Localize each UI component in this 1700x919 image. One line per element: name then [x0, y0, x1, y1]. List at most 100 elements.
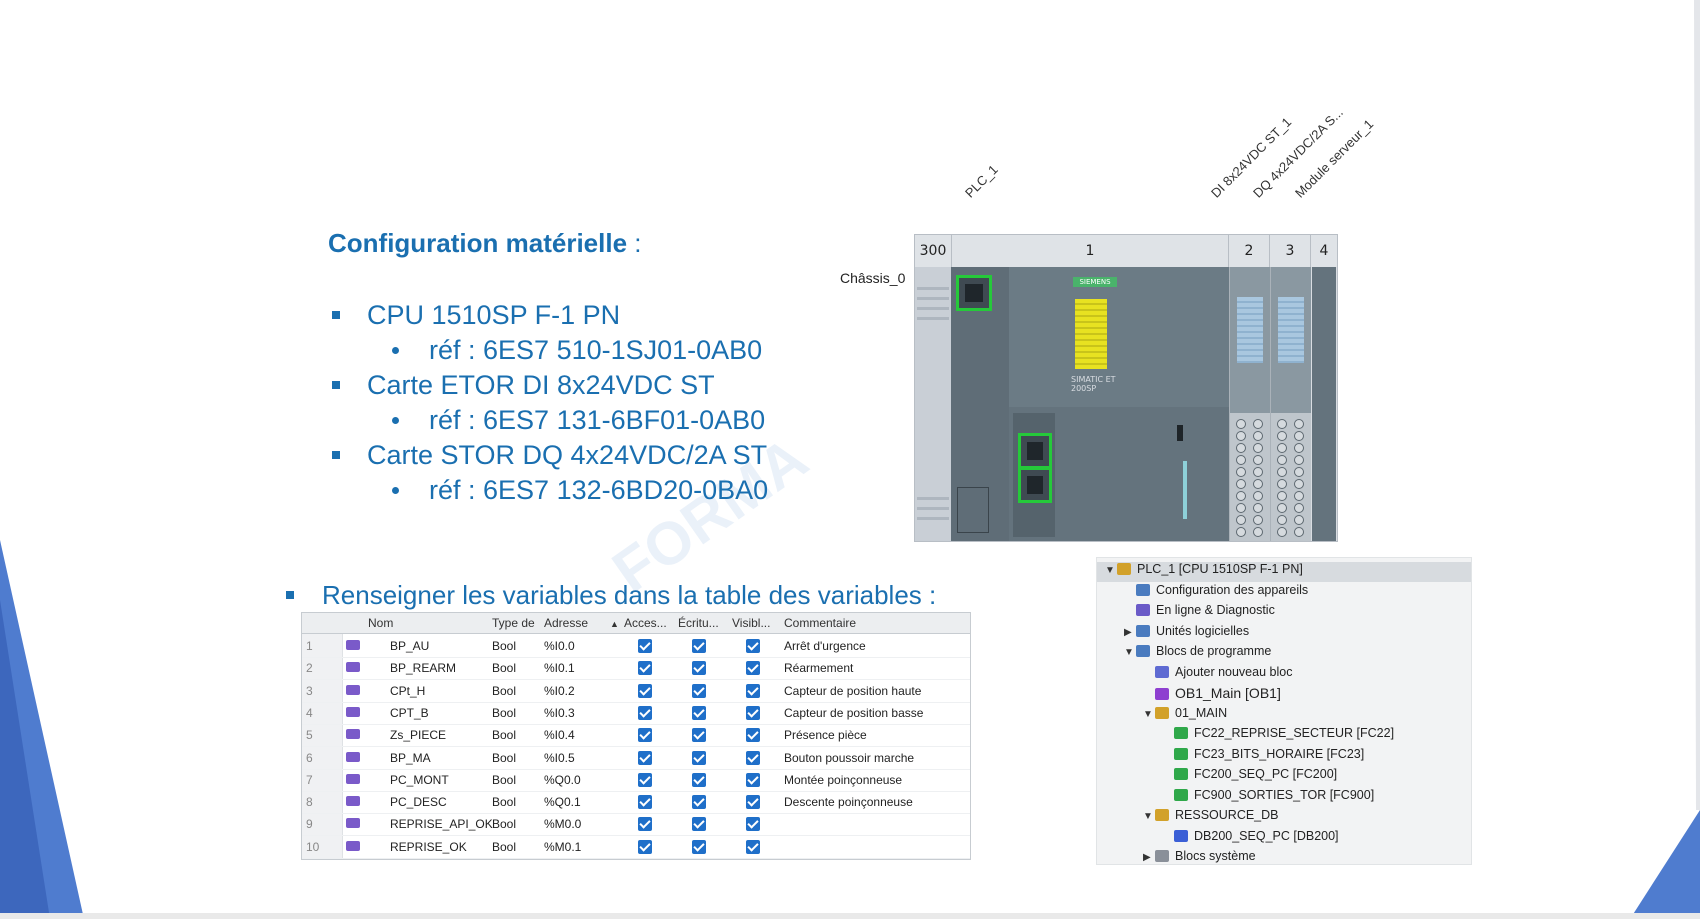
tag-comment-cell[interactable]: Montée poinçonneuse — [784, 772, 903, 787]
tree-node[interactable]: ▼RESSOURCE_DB — [1143, 808, 1279, 828]
ethernet-port-icon[interactable] — [1018, 433, 1052, 469]
tree-node[interactable]: ▼Blocs de programme — [1124, 644, 1271, 664]
tag-address-cell[interactable]: %I0.0 — [544, 639, 575, 653]
tree-node[interactable]: FC23_BITS_HORAIRE [FC23] — [1162, 747, 1364, 767]
visible-checkbox[interactable] — [746, 839, 760, 854]
tree-node[interactable]: En ligne & Diagnostic — [1124, 603, 1275, 623]
tag-type-cell[interactable]: Bool — [492, 705, 517, 720]
tag-address-cell[interactable]: %I0.1 — [544, 661, 575, 676]
cpu-left-module[interactable] — [951, 267, 1009, 541]
tree-node[interactable]: FC22_REPRISE_SECTEUR [FC22] — [1162, 726, 1394, 746]
expand-down-icon[interactable]: ▼ — [1143, 708, 1153, 720]
visible-checkbox[interactable] — [746, 772, 760, 787]
ethernet-port-icon[interactable] — [1018, 467, 1052, 503]
tag-type-cell[interactable]: Bool — [492, 839, 517, 854]
visible-checkbox[interactable] — [746, 817, 760, 832]
tag-type-cell[interactable]: Bool — [492, 683, 517, 698]
tag-name-cell[interactable]: PC_DESC — [390, 795, 447, 810]
tag-name-cell[interactable]: CPt_H — [390, 683, 426, 698]
tag-comment-cell[interactable]: Capteur de position basse — [784, 705, 924, 720]
expand-down-icon[interactable]: ▼ — [1105, 565, 1115, 576]
tag-address-cell[interactable]: %I0.5 — [544, 750, 575, 765]
tag-type-cell[interactable]: Bool — [492, 772, 517, 787]
tag-comment-cell[interactable]: Capteur de position haute — [784, 683, 922, 698]
tree-node[interactable]: Configuration des appareils — [1124, 583, 1308, 603]
dq-module[interactable] — [1270, 267, 1311, 541]
access-checkbox[interactable] — [638, 639, 652, 653]
tree-node[interactable]: FC200_SEQ_PC [FC200] — [1162, 767, 1337, 787]
ethernet-port-icon[interactable] — [956, 275, 992, 311]
tag-name-cell[interactable]: BP_MA — [390, 750, 431, 765]
col-header-type[interactable]: Type de — [492, 616, 535, 630]
tag-type-cell[interactable]: Bool — [492, 728, 517, 743]
tree-node[interactable]: ▼PLC_1 [CPU 1510SP F-1 PN] — [1097, 562, 1471, 582]
visible-checkbox[interactable] — [746, 750, 760, 765]
write-checkbox[interactable] — [692, 705, 706, 720]
col-header-address[interactable]: Adresse — [544, 616, 589, 630]
visible-checkbox[interactable] — [746, 639, 760, 653]
col-header-comment[interactable]: Commentaire — [784, 616, 857, 630]
tag-comment-cell[interactable]: Présence pièce — [784, 728, 867, 743]
tag-address-cell[interactable]: %Q0.0 — [544, 772, 581, 787]
tag-address-cell[interactable]: %I0.4 — [544, 728, 575, 743]
tag-address-cell[interactable]: %I0.2 — [544, 683, 575, 698]
tag-name-cell[interactable]: PC_MONT — [390, 772, 449, 787]
col-header-write[interactable]: Écritu... — [678, 616, 719, 630]
access-checkbox[interactable] — [638, 705, 652, 720]
tag-type-cell[interactable]: Bool — [492, 639, 517, 653]
write-checkbox[interactable] — [692, 817, 706, 832]
di-module[interactable] — [1229, 267, 1270, 541]
tag-name-cell[interactable]: REPRISE_OK — [390, 839, 467, 854]
tree-node[interactable]: ▶Unités logicielles — [1124, 624, 1249, 644]
tree-node[interactable]: OB1_Main [OB1] — [1143, 685, 1281, 705]
write-checkbox[interactable] — [692, 750, 706, 765]
expand-down-icon[interactable]: ▼ — [1143, 811, 1153, 822]
tag-type-cell[interactable]: Bool — [492, 750, 517, 765]
tree-node[interactable]: FC900_SORTIES_TOR [FC900] — [1162, 788, 1374, 808]
server-module[interactable] — [1312, 267, 1336, 541]
visible-checkbox[interactable] — [746, 728, 760, 743]
tag-type-cell[interactable]: Bool — [492, 817, 517, 832]
write-checkbox[interactable] — [692, 728, 706, 743]
tag-comment-cell[interactable]: Arrêt d'urgence — [784, 639, 866, 653]
write-checkbox[interactable] — [692, 772, 706, 787]
tag-comment-cell[interactable]: Bouton poussoir marche — [784, 750, 915, 765]
tag-name-cell[interactable]: Zs_PIECE — [390, 728, 447, 743]
write-checkbox[interactable] — [692, 839, 706, 854]
hardware-rack[interactable]: 300 1 2 3 4 SIEMENS SIMATIC ET 200SP — [914, 234, 1338, 542]
col-header-visible[interactable]: Visibl... — [732, 616, 771, 630]
visible-checkbox[interactable] — [746, 705, 760, 720]
tree-node[interactable]: ▶Blocs système — [1143, 849, 1256, 869]
access-checkbox[interactable] — [638, 772, 652, 787]
write-checkbox[interactable] — [692, 661, 706, 676]
tag-comment-cell[interactable]: Réarmement — [784, 661, 854, 676]
expand-down-icon[interactable]: ▼ — [1124, 647, 1134, 658]
access-checkbox[interactable] — [638, 728, 652, 743]
access-checkbox[interactable] — [638, 661, 652, 676]
access-checkbox[interactable] — [638, 839, 652, 854]
tag-address-cell[interactable]: %M0.1 — [544, 839, 582, 854]
tag-name-cell[interactable]: BP_REARM — [390, 661, 457, 676]
access-checkbox[interactable] — [638, 750, 652, 765]
tag-type-cell[interactable]: Bool — [492, 795, 517, 810]
tag-name-cell[interactable]: CPT_B — [390, 705, 429, 720]
write-checkbox[interactable] — [692, 683, 706, 698]
access-checkbox[interactable] — [638, 683, 652, 698]
tag-comment-cell[interactable]: Descente poinçonneuse — [784, 795, 913, 810]
write-checkbox[interactable] — [692, 639, 706, 653]
write-checkbox[interactable] — [692, 795, 706, 810]
visible-checkbox[interactable] — [746, 661, 760, 676]
tree-node[interactable]: ▼01_MAIN — [1143, 706, 1227, 726]
tree-node[interactable]: Ajouter nouveau bloc — [1143, 665, 1292, 685]
tag-name-cell[interactable]: BP_AU — [390, 639, 430, 653]
